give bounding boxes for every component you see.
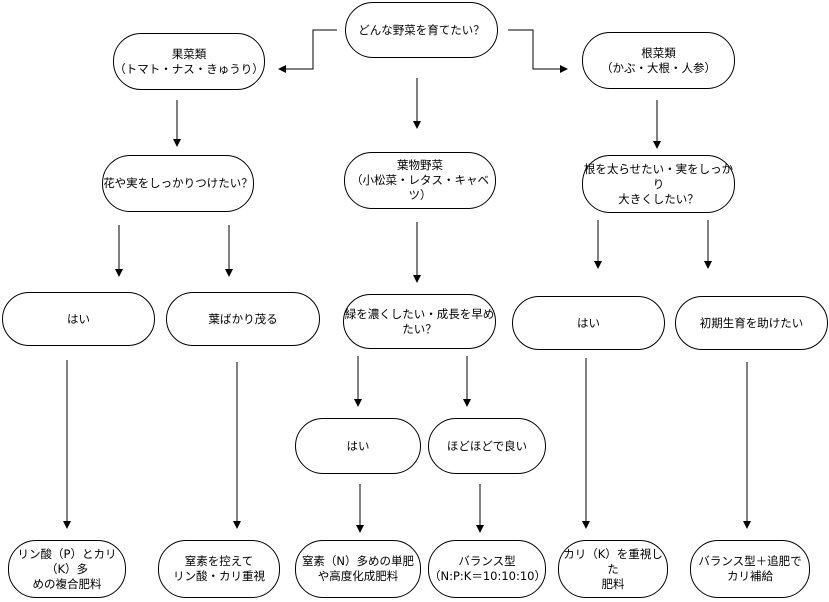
node-root-vegetables: 根菜類 （かぶ・大根・人参） (582, 32, 735, 89)
node-fruit-leaves: 葉ばかり茂る (166, 292, 320, 346)
node-leafy-question: 緑を濃くしたい・成長を早め たい？ (343, 294, 496, 349)
node-rootveg-early: 初期生育を助けたい (675, 296, 828, 350)
result-rootveg-yes: カリ（K）を重視した 肥料 (558, 540, 668, 598)
result-leafy-moderate: バランス型 （N:P:K＝10:10:10） (428, 540, 546, 598)
result-rootveg-early: バランス型＋追肥で カリ補給 (690, 540, 810, 598)
node-fruit-question: 花や実をしっかりつけたい？ (102, 155, 254, 212)
result-fruit-leaves: 窒素を控えて リン酸・カリ重視 (158, 540, 280, 598)
result-fruit-yes: リン酸（P）とカリ（K）多 めの複合肥料 (8, 540, 126, 598)
node-rootveg-yes: はい (512, 296, 665, 350)
node-leafy-moderate: ほどほどで良い (428, 418, 546, 474)
result-leafy-yes: 窒素（N）多めの単肥 や高度化成肥料 (295, 540, 421, 598)
node-rootveg-question: 根を太らせたい・実をしっかり 大きくしたい？ (582, 155, 735, 213)
node-leafy-vegetables: 葉物野菜 （小松菜・レタス・キャベツ） (344, 152, 496, 209)
node-fruit-vegetables: 果菜類 （トマト・ナス・きゅうり） (113, 33, 265, 90)
node-leafy-yes: はい (295, 418, 421, 474)
node-fruit-yes: はい (2, 292, 155, 346)
node-root-question: どんな野菜を育てたい？ (345, 2, 498, 58)
